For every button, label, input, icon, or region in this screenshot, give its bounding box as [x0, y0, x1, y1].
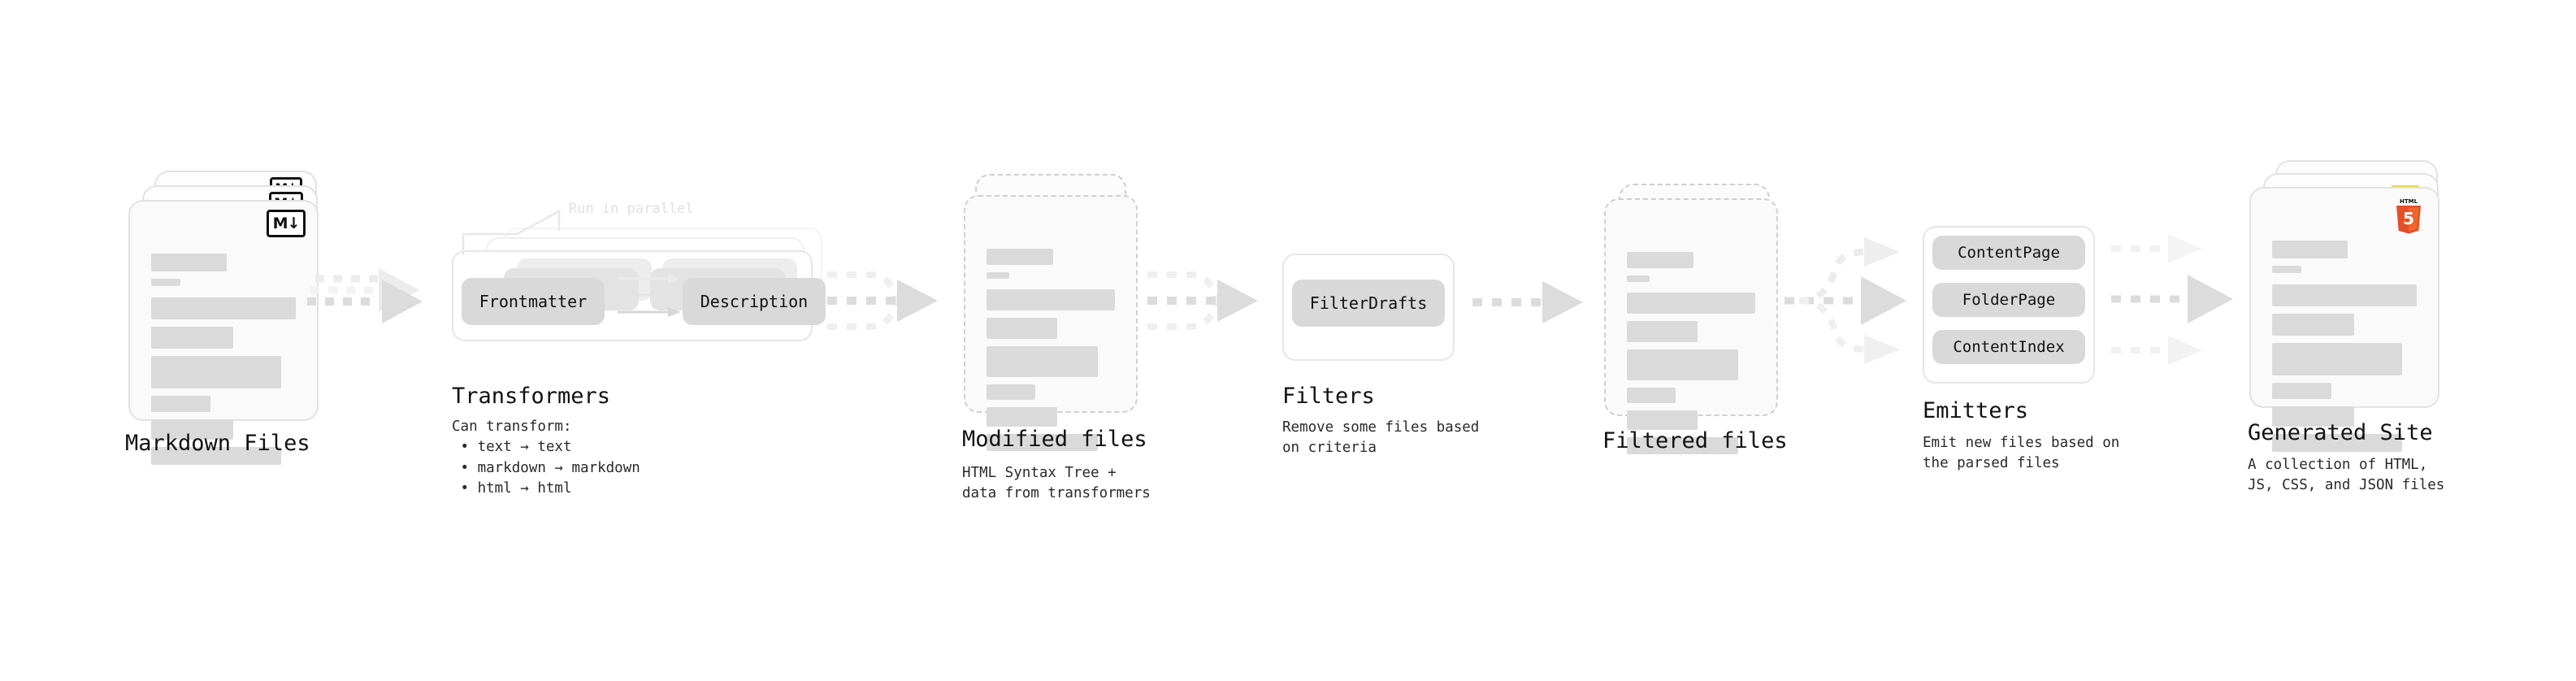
- markdown-badge-icon: M↓: [267, 210, 306, 237]
- emitter-chip-contentpage[interactable]: ContentPage: [1932, 236, 2085, 270]
- markdown-doc-front: M↓: [128, 200, 319, 465]
- transformer-chip-description[interactable]: Description: [683, 278, 826, 325]
- filters-subtitle: Remove some files based on criteria: [1282, 419, 1480, 457]
- generated-site-title: Generated Site: [2248, 420, 2433, 445]
- modified-doc-front: [964, 195, 1138, 451]
- emitter-chip-folderpage[interactable]: FolderPage: [1932, 283, 2085, 317]
- transformers-subtitle: Can transform: • text → text • markdown …: [452, 419, 640, 497]
- doc-skeleton-lines: [2272, 241, 2417, 459]
- filter-chip-filterdrafts[interactable]: FilterDrafts: [1292, 280, 1445, 327]
- transformers-title: Transformers: [452, 384, 611, 409]
- connector-transformers-to-modified: [827, 271, 938, 330]
- connector-filters-to-filtered: [1472, 281, 1583, 323]
- doc-skeleton-lines: [987, 249, 1115, 458]
- doc-skeleton-lines: [1627, 252, 1755, 462]
- run-in-parallel-label: Run in parallel: [569, 201, 694, 217]
- doc-skeleton-lines: [151, 254, 296, 472]
- modified-files-title: Modified files: [962, 427, 1147, 452]
- emitters-subtitle: Emit new files based on the parsed files: [1923, 435, 2120, 472]
- site-doc-front: HTML 5: [2249, 187, 2439, 452]
- connector-markdown-to-transformers: [307, 268, 423, 323]
- svg-text:5: 5: [2403, 209, 2414, 228]
- generated-site-subtitle: A collection of HTML, JS, CSS, and JSON …: [2248, 457, 2445, 494]
- connector-emitters-to-site: [2111, 234, 2233, 365]
- emitters-title: Emitters: [1923, 398, 2029, 423]
- html5-badge-icon: HTML 5: [2392, 197, 2425, 234]
- filters-title: Filters: [1282, 384, 1375, 409]
- markdown-files-title: Markdown Files: [125, 431, 310, 456]
- svg-text:HTML: HTML: [2400, 198, 2418, 205]
- run-in-parallel-bracket: [462, 209, 561, 255]
- emitter-chip-contentindex[interactable]: ContentIndex: [1932, 330, 2085, 364]
- modified-files-subtitle: HTML Syntax Tree + data from transformer…: [962, 465, 1151, 502]
- connector-filtered-to-emitters: [1785, 237, 1906, 364]
- transformer-chip-frontmatter[interactable]: Frontmatter: [462, 278, 605, 325]
- transformer-inner-arrows: [618, 274, 681, 317]
- filtered-files-title: Filtered files: [1602, 428, 1788, 453]
- connector-modified-to-filters: [1147, 271, 1258, 330]
- filtered-doc-front: [1604, 198, 1778, 454]
